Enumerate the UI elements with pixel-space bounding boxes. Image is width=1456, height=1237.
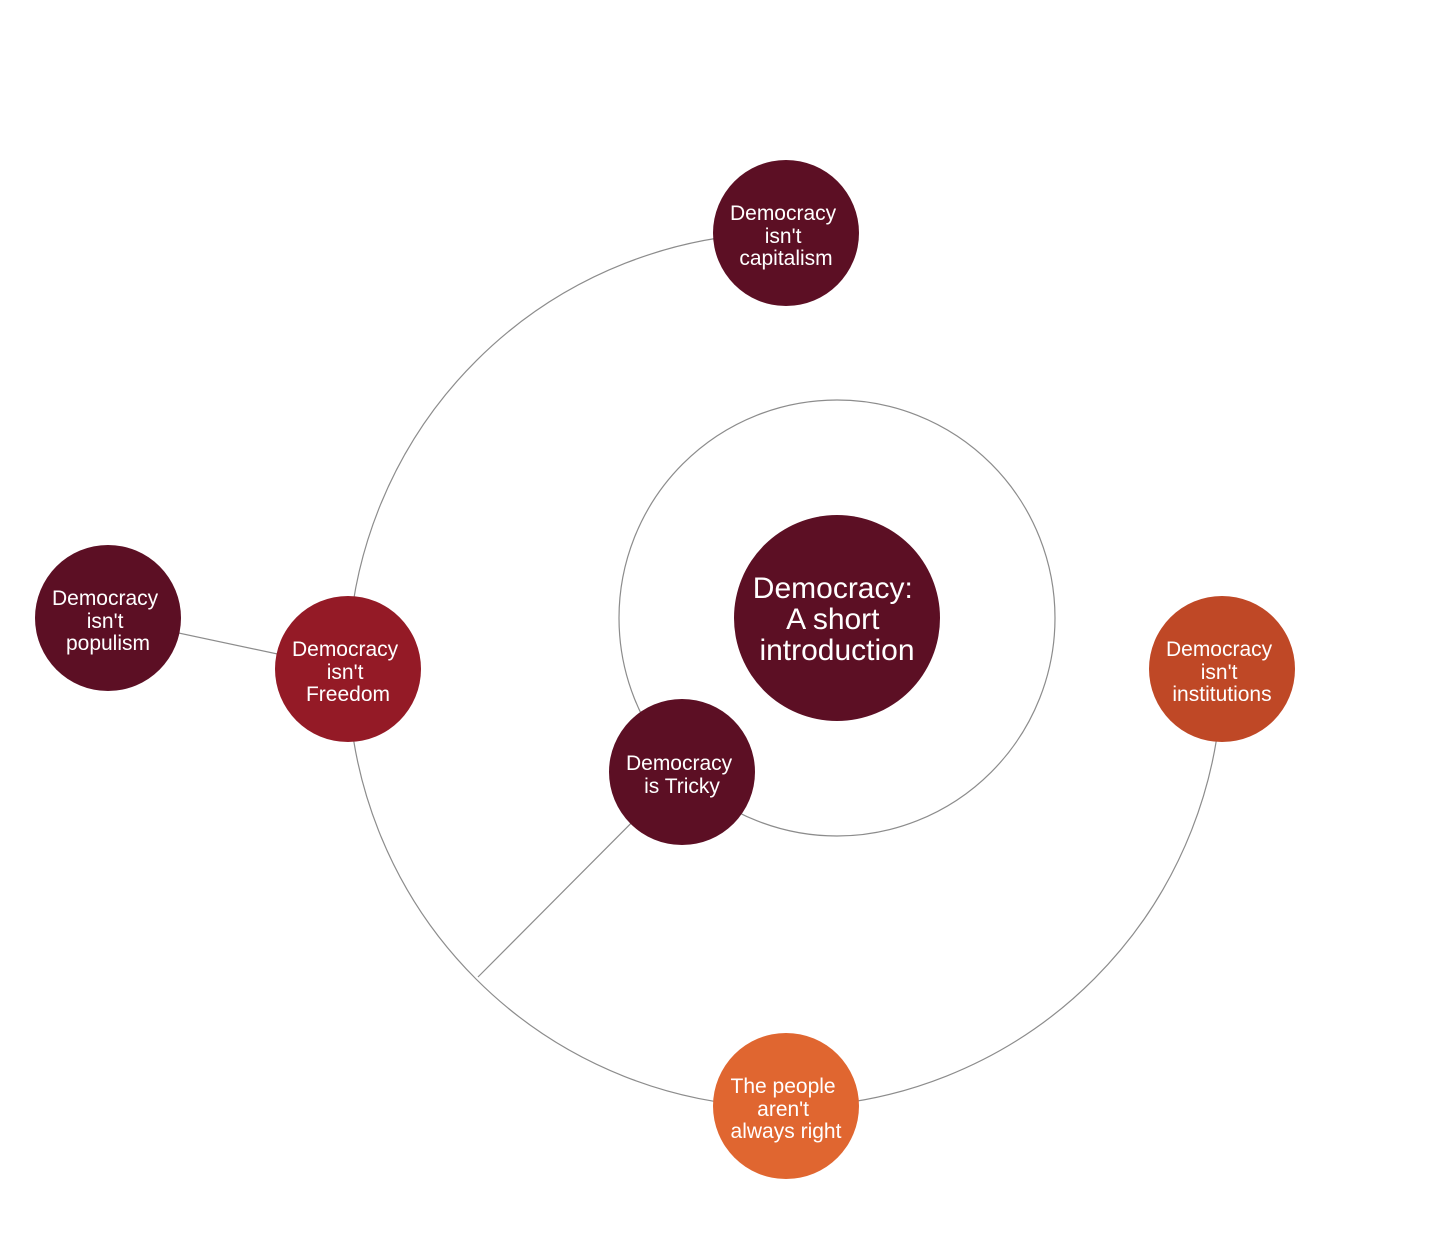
node-freedom[interactable]: Democracy isn't Freedom	[275, 596, 421, 742]
node-capitalism-line-3: capitalism	[739, 247, 832, 270]
node-center-circle	[734, 515, 940, 721]
node-capitalism-line-2: isn't	[765, 225, 802, 248]
node-freedom-label: Democracy isn't Freedom	[292, 638, 404, 706]
node-center[interactable]: Democracy: A short introduction	[734, 515, 940, 721]
node-freedom-line-3: Freedom	[306, 683, 390, 706]
node-institutions-line-1: Democracy	[1166, 638, 1273, 661]
node-populism-line-1: Democracy	[52, 587, 159, 610]
node-capitalism-label: Democracy isn't capitalism	[730, 202, 842, 270]
node-tricky-line-1: Democracy	[626, 752, 733, 775]
node-populism-label: Democracy isn't populism	[52, 587, 164, 655]
node-institutions-line-2: isn't	[1201, 661, 1238, 684]
node-people-circle	[713, 1033, 859, 1179]
node-populism-line-2: isn't	[87, 610, 124, 633]
node-institutions-circle	[1149, 596, 1295, 742]
node-tricky-circle	[609, 699, 755, 845]
node-tricky-line-2: is Tricky	[644, 775, 720, 798]
node-populism-circle	[35, 545, 181, 691]
node-populism[interactable]: Democracy isn't populism	[35, 545, 181, 691]
node-capitalism-line-1: Democracy	[730, 202, 837, 225]
node-capitalism-circle	[713, 160, 859, 306]
node-tricky-label: Democracy is Tricky	[626, 752, 738, 798]
inner-orbit-connector	[618, 399, 1056, 837]
node-institutions-label: Democracy isn't institutions	[1166, 638, 1278, 706]
node-people-label: The people aren't always right	[731, 1075, 842, 1143]
node-center-line-1: Democracy:	[753, 572, 913, 605]
node-people-line-1: The people	[731, 1075, 836, 1098]
node-institutions-line-3: institutions	[1172, 683, 1271, 706]
node-capitalism[interactable]: Democracy isn't capitalism	[713, 160, 859, 306]
node-center-line-3: introduction	[759, 634, 914, 667]
node-people-line-2: aren't	[757, 1098, 809, 1121]
node-tricky[interactable]: Democracy is Tricky	[609, 699, 755, 845]
node-freedom-line-1: Democracy	[292, 638, 399, 661]
node-center-label: Democracy: A short introduction	[753, 572, 921, 667]
node-people-line-3: always right	[731, 1120, 842, 1143]
node-freedom-circle	[275, 596, 421, 742]
node-center-line-2: A short	[786, 603, 880, 636]
node-freedom-line-2: isn't	[327, 661, 364, 684]
node-people[interactable]: The people aren't always right	[713, 1033, 859, 1179]
outer-orbit-connector	[347, 232, 1223, 1108]
node-populism-line-3: populism	[66, 632, 150, 655]
node-institutions[interactable]: Democracy isn't institutions	[1149, 596, 1295, 742]
